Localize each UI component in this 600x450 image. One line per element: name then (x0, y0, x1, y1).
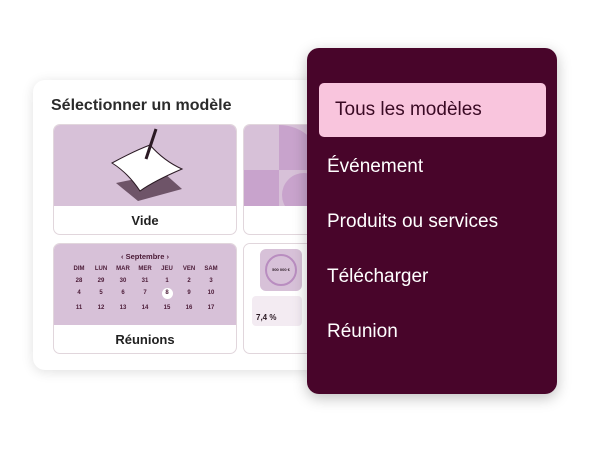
calendar-date[interactable]: 30 (119, 278, 127, 284)
calendar-date[interactable]: 2 (187, 278, 191, 284)
calendar-date[interactable]: 1 (165, 278, 169, 284)
calendar-date[interactable]: 29 (97, 278, 105, 284)
calendar-date[interactable]: 5 (99, 290, 103, 296)
calendar-date[interactable]: 7 (143, 290, 147, 296)
rate-value: 7,4 % (256, 313, 277, 322)
calendar-date[interactable]: 28 (75, 278, 83, 284)
menu-item-reunion[interactable]: Réunion (327, 321, 398, 342)
calendar-date[interactable]: 9 (187, 290, 191, 296)
calendar-date[interactable]: 15 (163, 305, 171, 311)
menu-item-tous-les-modeles[interactable]: Tous les modèles (319, 83, 546, 137)
calendar-date[interactable]: 12 (97, 305, 105, 311)
calendar-date[interactable]: 8 (161, 288, 173, 299)
calendar-weekday: LUN (94, 266, 108, 272)
template-vide[interactable]: Vide (53, 124, 237, 235)
calendar-date[interactable]: 31 (141, 278, 149, 284)
rate-widget: 7,4 % (252, 296, 302, 326)
revenue-widget: 500 000 € (260, 249, 302, 291)
calendar-weekday: SAM (204, 266, 218, 272)
chevron-left-icon: ‹ (121, 252, 126, 261)
calendar-date[interactable]: 10 (207, 290, 215, 296)
menu-item-produits-services[interactable]: Produits ou services (327, 211, 499, 232)
chevron-right-icon: › (164, 252, 169, 261)
calendar-month: Septembre (125, 252, 165, 261)
calendar-weekday: MAR (116, 266, 130, 272)
revenue-amount: 500 000 € (272, 267, 290, 272)
calendar-date[interactable]: 13 (119, 305, 127, 311)
template-category-menu: Tous les modèles Événement Produits ou s… (307, 48, 557, 394)
calendar-weekday: VEN (182, 266, 196, 272)
calendar-date[interactable]: 16 (185, 305, 193, 311)
template-label: Vide (131, 213, 159, 228)
menu-item-evenement[interactable]: Événement (327, 156, 424, 177)
calendar-date[interactable]: 4 (77, 290, 81, 296)
calendar-date[interactable]: 6 (121, 290, 125, 296)
calendar-date[interactable]: 3 (209, 278, 213, 284)
calendar-weekday: DIM (73, 266, 85, 272)
template-panel: Sélectionner un modèle Vide ‹ Septembre … (33, 80, 427, 370)
calendar-date[interactable]: 11 (75, 305, 83, 311)
calendar-weekday: MER (138, 266, 152, 272)
pen-paper-icon (111, 128, 184, 201)
panel-title: Sélectionner un modèle (51, 97, 232, 114)
calendar-date[interactable]: 17 (207, 305, 215, 311)
calendar-date[interactable]: 14 (141, 305, 149, 311)
menu-item-telecharger[interactable]: Télécharger (327, 266, 429, 287)
template-label: Réunions (115, 332, 175, 347)
calendar-weekday: JEU (161, 266, 173, 272)
